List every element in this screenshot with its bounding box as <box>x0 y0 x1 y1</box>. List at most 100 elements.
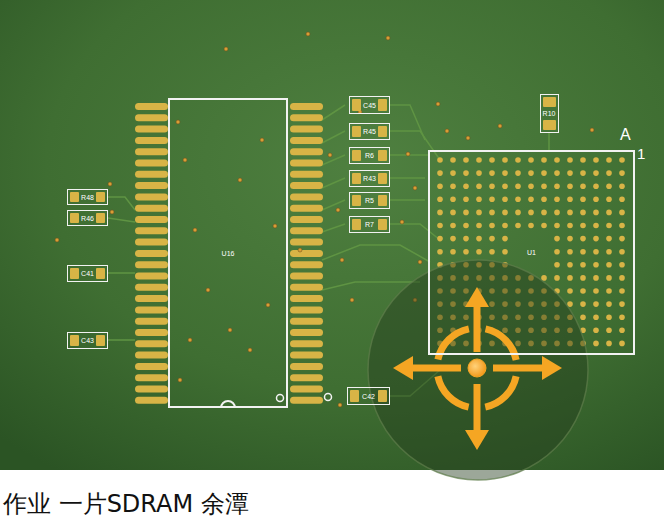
part-designator: R43 <box>363 175 376 182</box>
bga-ball <box>606 236 612 242</box>
bga-ball <box>567 249 573 255</box>
bga-ball <box>437 170 443 176</box>
via <box>228 328 232 332</box>
bga-ball <box>476 170 482 176</box>
ic-pad <box>290 397 323 404</box>
cursor-dot <box>468 359 486 377</box>
solder-pad <box>352 150 361 161</box>
via <box>498 124 502 128</box>
bga-ball <box>606 275 612 281</box>
ic-pad <box>135 126 168 133</box>
arrow-shaft <box>493 365 545 372</box>
pin-marker: A <box>620 127 631 143</box>
part-designator: U1 <box>527 249 536 256</box>
bga-ball <box>502 197 508 203</box>
via <box>238 178 242 182</box>
solder-pad <box>70 335 79 346</box>
ic-footprint: U16 <box>168 98 288 408</box>
ic-pad <box>290 363 323 370</box>
arrow-head <box>393 356 413 380</box>
via <box>298 248 302 252</box>
bga-ball <box>515 183 521 189</box>
bga-ball <box>489 183 495 189</box>
ic-pad <box>135 171 168 178</box>
ic-pad <box>135 137 168 144</box>
trace <box>390 224 440 240</box>
ic-pad <box>290 160 323 167</box>
via <box>328 153 332 157</box>
bga-ball <box>619 157 625 163</box>
bga-ball <box>619 262 625 268</box>
bga-ball <box>593 249 599 255</box>
bga-ball <box>580 249 586 255</box>
solder-pad <box>378 219 387 230</box>
ic-pad <box>290 284 323 291</box>
bga-ball <box>567 210 573 216</box>
pin1-marker <box>325 394 332 401</box>
via <box>176 120 180 124</box>
ic-pad <box>135 103 168 110</box>
bga-ball <box>437 249 443 255</box>
bga-ball <box>528 197 534 203</box>
bga-ball <box>450 223 456 229</box>
via <box>110 210 114 214</box>
bga-ball <box>437 210 443 216</box>
cursor-halo <box>368 260 588 480</box>
solder-pad <box>96 192 105 202</box>
bga-ball <box>580 262 586 268</box>
bga-ball <box>463 197 469 203</box>
bga-ball <box>554 157 560 163</box>
bga-ball <box>593 223 599 229</box>
bga-ball <box>580 183 586 189</box>
part-designator: C41 <box>81 270 94 277</box>
bga-ball <box>515 223 521 229</box>
bga-ball <box>619 170 625 176</box>
via <box>445 129 449 133</box>
arrow-head <box>465 430 489 450</box>
bga-ball <box>606 249 612 255</box>
bga-ball <box>554 275 560 281</box>
passive-footprint: C41 <box>67 265 108 282</box>
via <box>266 303 270 307</box>
ic-pad <box>135 306 168 313</box>
bga-ball <box>463 236 469 242</box>
bga-ball <box>476 210 482 216</box>
move-cursor <box>368 260 588 480</box>
passive-footprint: C42 <box>347 387 390 405</box>
bga-ball <box>476 249 482 255</box>
ic-pad <box>290 227 323 234</box>
bga-ball <box>554 210 560 216</box>
bga-ball <box>593 314 599 320</box>
bga-ball <box>528 210 534 216</box>
bga-ball <box>580 288 586 294</box>
bga-ball <box>450 183 456 189</box>
vias <box>55 32 594 407</box>
ic-pad <box>135 329 168 336</box>
solder-pad <box>96 268 105 279</box>
bga-ball <box>489 236 495 242</box>
solder-pad <box>96 213 105 223</box>
via <box>306 32 310 36</box>
bga-ball <box>489 197 495 203</box>
trace <box>548 133 550 150</box>
trace <box>390 105 425 140</box>
ic-pad <box>135 148 168 155</box>
ic-pad <box>290 137 323 144</box>
passive-footprint: R7 <box>349 216 390 233</box>
bga-ball <box>619 249 625 255</box>
passive-footprint: C45 <box>349 96 390 114</box>
ic-pad <box>135 239 168 246</box>
bga-ball <box>567 223 573 229</box>
bga-ball <box>476 183 482 189</box>
bga-ball <box>541 170 547 176</box>
via <box>178 378 182 382</box>
solder-pad <box>352 195 361 206</box>
bga-ball <box>580 170 586 176</box>
bga-ball <box>450 170 456 176</box>
via <box>55 238 59 242</box>
bga-ball <box>489 170 495 176</box>
bga-ball <box>606 301 612 307</box>
bga-ball <box>463 210 469 216</box>
bga-ball <box>437 197 443 203</box>
